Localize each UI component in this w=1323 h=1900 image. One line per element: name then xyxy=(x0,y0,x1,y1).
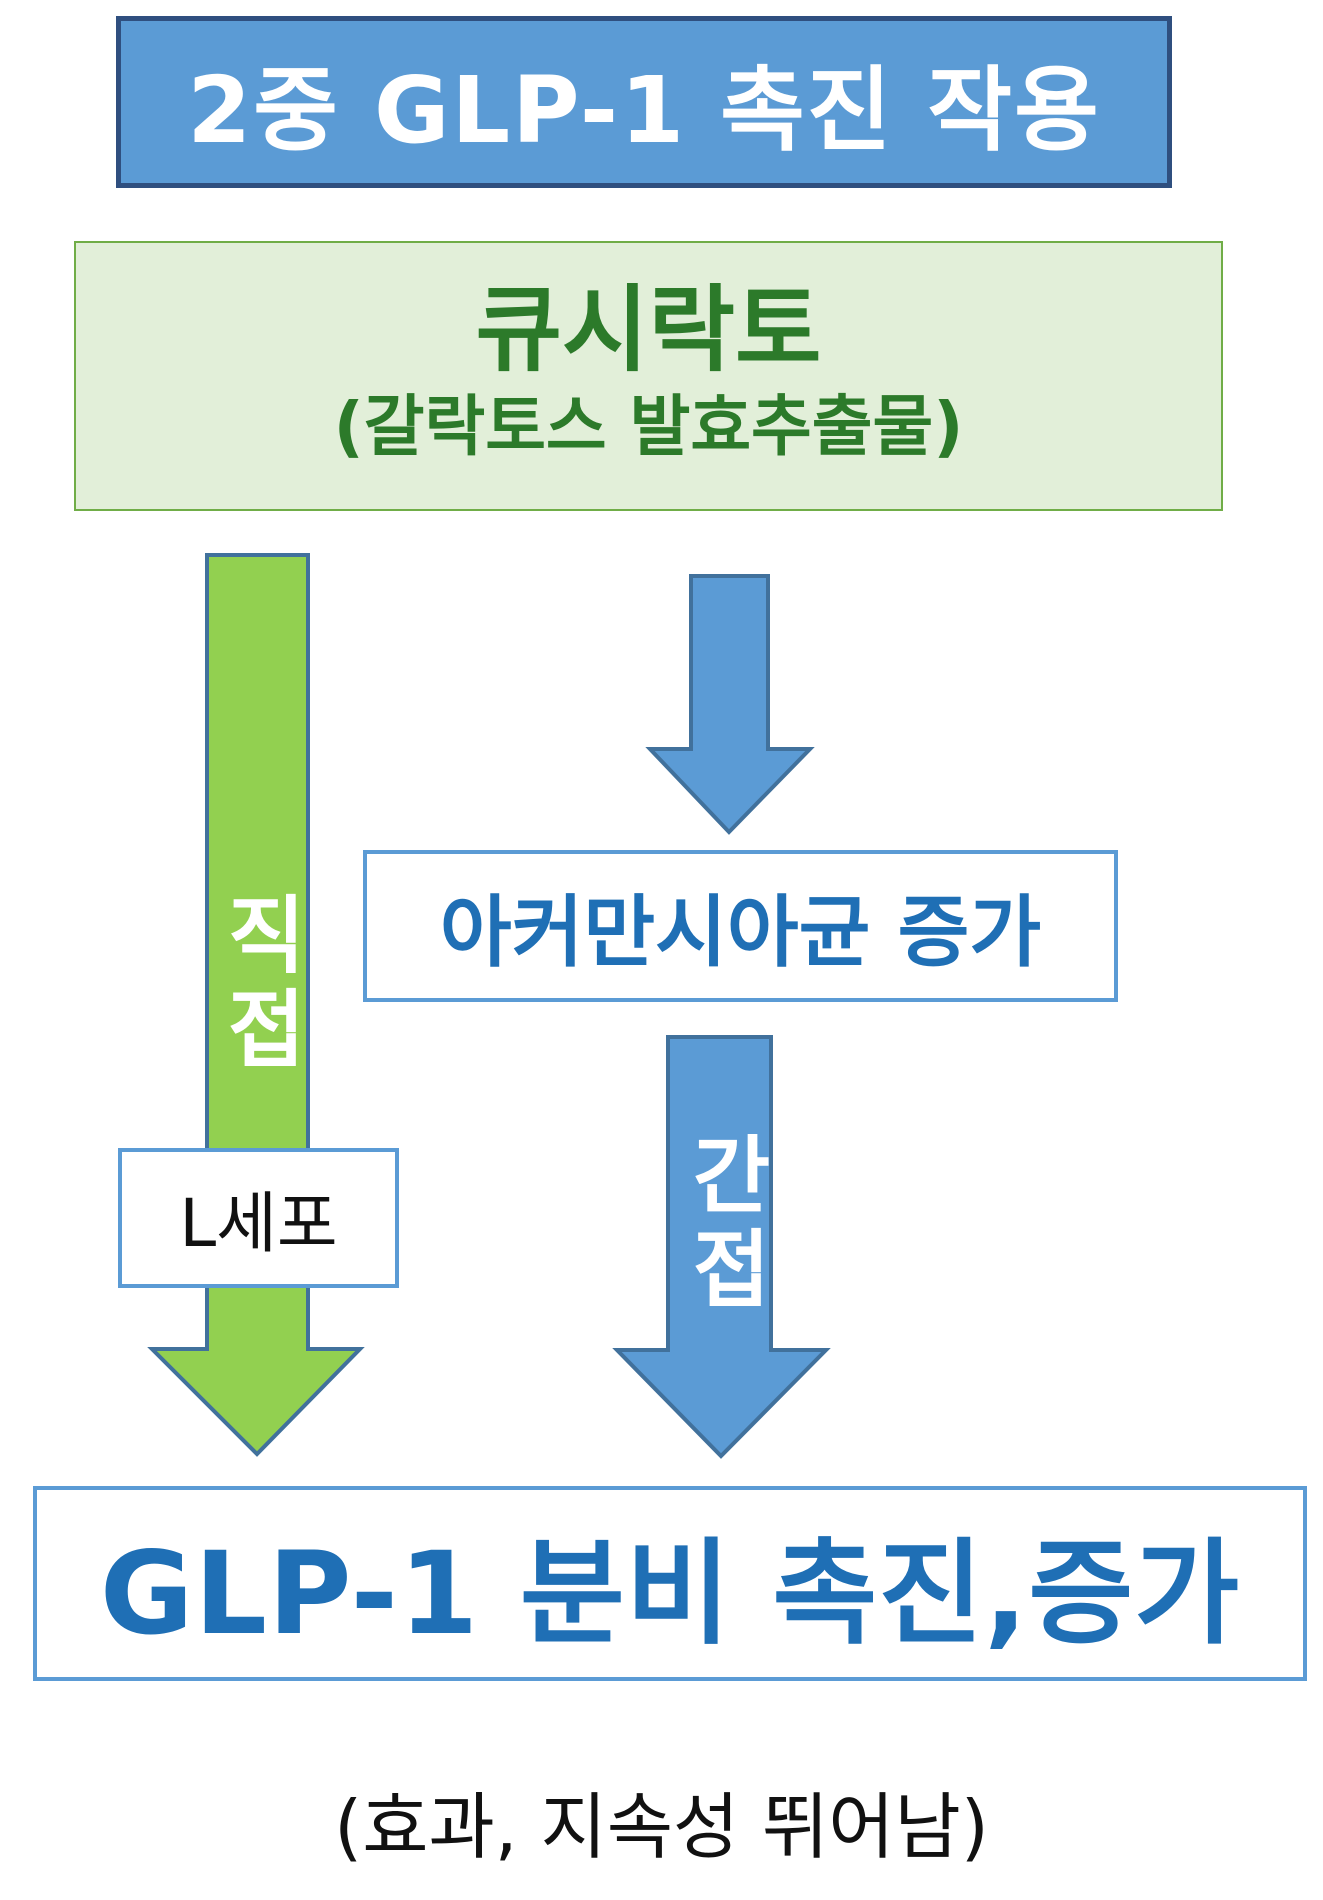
direct-path-label: 직접 xyxy=(211,891,309,1079)
product-name: 큐시락토 xyxy=(475,275,822,385)
l-cell-box: L세포 xyxy=(118,1148,399,1288)
indirect-path-label: 간접 xyxy=(676,1131,774,1319)
diagram-title: 2중 GLP-1 촉진 작용 xyxy=(116,16,1172,188)
product-subtitle: (갈락토스 발효추출물) xyxy=(333,388,964,466)
footnote: (효과, 지속성 뛰어남) xyxy=(334,1784,989,1869)
product-box: 큐시락토 (갈락토스 발효추출물) xyxy=(74,241,1223,511)
indirect-arrow xyxy=(612,1035,831,1459)
result-box: GLP-1 분비 촉진,증가 xyxy=(33,1486,1307,1681)
akkermansia-box: 아커만시아균 증가 xyxy=(363,850,1118,1002)
akkermansia-arrow xyxy=(645,574,815,835)
